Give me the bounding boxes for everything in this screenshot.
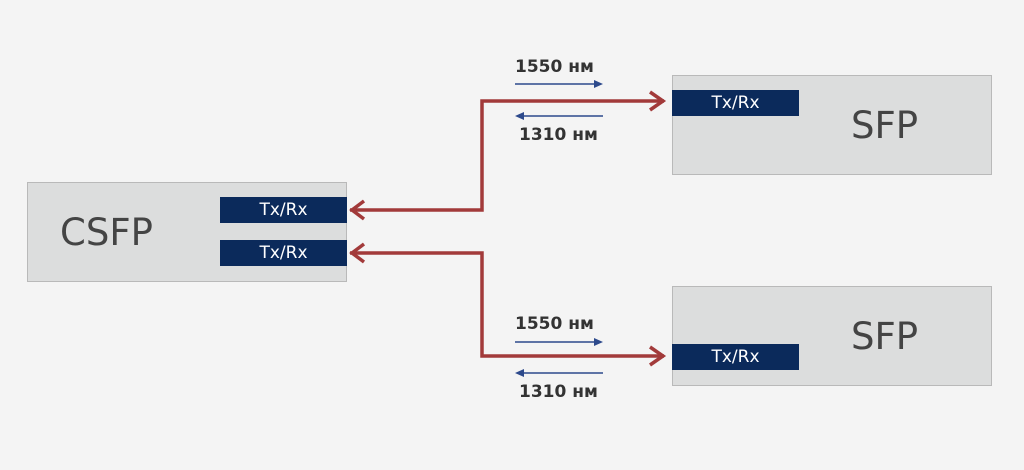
csfp-port-2: Tx/Rx [220,240,347,266]
top-rx-wavelength: 1310 нм [519,125,598,145]
top-fiber-link [350,99,664,212]
bottom-rx-arrowhead [515,369,524,377]
bottom-tx-arrowhead [594,338,603,346]
csfp-port-1: Tx/Rx [220,197,347,223]
sfp-bottom-label: SFP [851,315,919,358]
csfp-label: CSFP [60,211,153,254]
top-tx-arrowhead [594,80,603,88]
bottom-rx-wavelength: 1310 нм [519,382,598,402]
bottom-link-arrowhead-csfp [349,242,366,264]
top-link-arrowhead-csfp [349,199,366,221]
sfp-top-port: Tx/Rx [672,90,799,116]
top-link-arrowhead-sfp [649,90,667,112]
bottom-tx-wavelength: 1550 нм [515,314,594,334]
top-rx-arrowhead [515,112,524,120]
top-tx-wavelength: 1550 нм [515,57,594,77]
bottom-link-arrowhead-sfp [649,345,667,367]
bottom-fiber-link [350,251,664,358]
sfp-top-label: SFP [851,104,919,147]
sfp-bottom-port: Tx/Rx [672,344,799,370]
